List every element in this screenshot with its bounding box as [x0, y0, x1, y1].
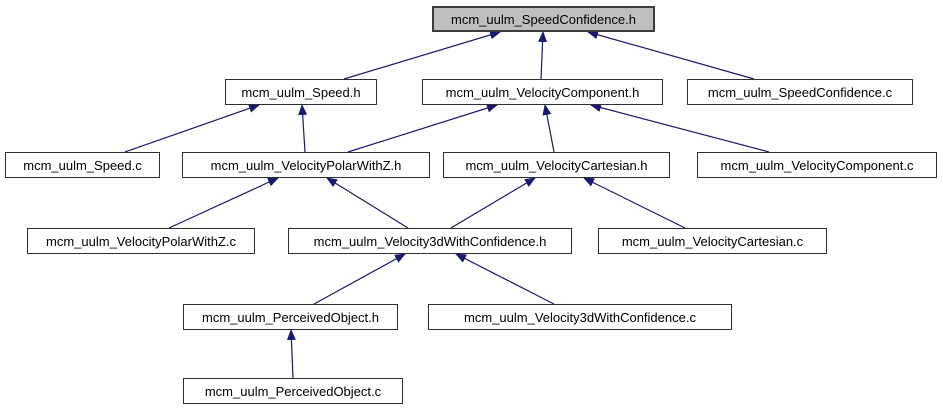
graph-node-speedconfidence_c[interactable]: mcm_uulm_SpeedConfidence.c [687, 79, 913, 105]
edge-velocity3dwithconfidence_h-to-velocitycartesian_h [450, 177, 536, 229]
edge-velocitypolarwithz_h-to-velocitycomponent_h [347, 103, 498, 153]
edge-velocitycartesian_h-to-velocitycomponent_h [542, 104, 555, 153]
edge-velocitycomponent_c-to-velocitycomponent_h [590, 103, 770, 153]
graph-node-perceivedobject_h[interactable]: mcm_uulm_PerceivedObject.h [183, 304, 398, 330]
edge-velocitypolarwithz_h-to-speed_h [298, 104, 308, 153]
edge-velocitypolarwithz_c-to-velocitypolarwithz_h [168, 177, 279, 229]
graph-node-velocitycomponent_h[interactable]: mcm_uulm_VelocityComponent.h [422, 79, 663, 105]
edge-speedconfidence_c-to-speedconfidence_h [587, 30, 755, 80]
graph-node-velocitypolarwithz_h[interactable]: mcm_uulm_VelocityPolarWithZ.h [182, 152, 430, 178]
graph-node-velocitycartesian_c[interactable]: mcm_uulm_VelocityCartesian.c [598, 228, 827, 254]
graph-node-velocity3dwithconfidence_c[interactable]: mcm_uulm_Velocity3dWithConfidence.c [428, 304, 732, 330]
edge-velocitycomponent_h-to-speedconfidence_h [538, 31, 548, 80]
graph-node-perceivedobject_c[interactable]: mcm_uulm_PerceivedObject.c [183, 378, 403, 404]
graph-node-speed_c[interactable]: mcm_uulm_Speed.c [5, 152, 160, 178]
edge-speed_c-to-speed_h [124, 104, 260, 153]
edge-speed_h-to-speedconfidence_h [343, 30, 501, 80]
edge-velocitycartesian_c-to-velocitycartesian_h [583, 177, 686, 229]
edge-perceivedobject_h-to-velocity3dwithconfidence_h [313, 253, 406, 305]
edge-velocity3dwithconfidence_c-to-velocity3dwithconfidence_h [455, 253, 555, 305]
edge-perceivedobject_c-to-perceivedobject_h [286, 329, 296, 379]
graph-node-velocitycartesian_h[interactable]: mcm_uulm_VelocityCartesian.h [443, 152, 670, 178]
graph-node-speedconfidence_h: mcm_uulm_SpeedConfidence.h [432, 6, 655, 32]
edge-velocity3dwithconfidence_h-to-velocitypolarwithz_h [326, 177, 409, 229]
graph-node-velocitycomponent_c[interactable]: mcm_uulm_VelocityComponent.c [697, 152, 937, 178]
graph-node-velocitypolarwithz_c[interactable]: mcm_uulm_VelocityPolarWithZ.c [27, 228, 255, 254]
graph-node-speed_h[interactable]: mcm_uulm_Speed.h [225, 79, 377, 105]
graph-node-velocity3dwithconfidence_h[interactable]: mcm_uulm_Velocity3dWithConfidence.h [288, 228, 572, 254]
